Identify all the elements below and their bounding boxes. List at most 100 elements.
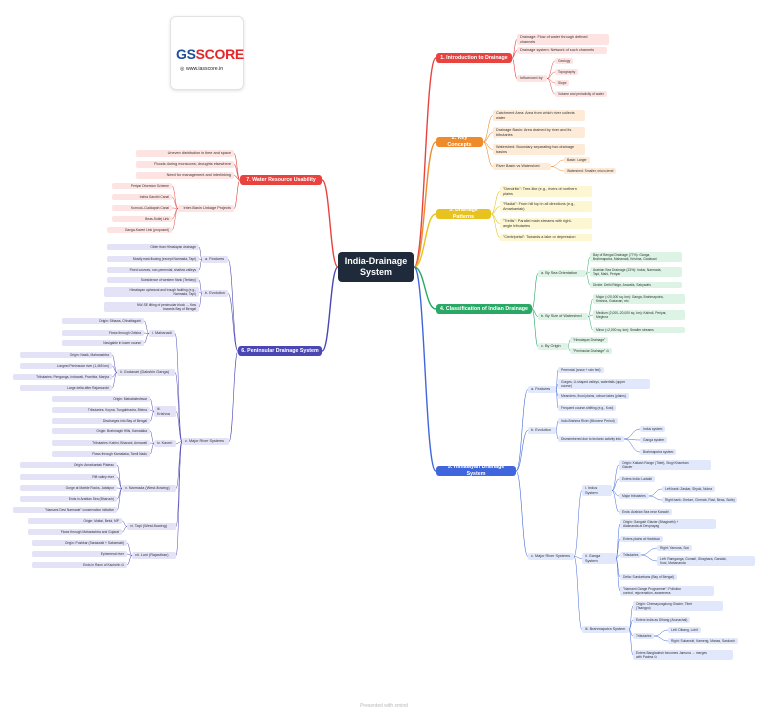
tapi-river[interactable]: vi. Tapi (West-flowing) [127,523,176,530]
indus-item[interactable]: Origin: Kailash Range (Tibet), Singi Kha… [619,460,711,471]
classification-by-sea[interactable]: a. By Sea Orientation [538,270,586,277]
himalayan-feature-item[interactable]: Frequent course-shifting (e.g., Kosi) [558,405,617,412]
narmada-river[interactable]: v. Narmada (West-flowing) [122,485,176,492]
peninsular-feature-item[interactable]: Older than Himalayan drainage [107,244,199,251]
narmada-item[interactable]: Rift valley river [20,474,117,481]
pattern-item[interactable]: "Radial": From hill top in all direction… [500,201,592,213]
indo-brahma-part[interactable]: Brahmaputra system [640,449,677,456]
ganga-item[interactable]: Origin: Gangotri Glacier (Bhagirathi) + … [620,519,716,530]
indus-tributary[interactable]: Left bank: Zaskar, Shyok, Nubra [662,486,716,493]
godavari-river[interactable]: ii. Godavari (Dakshin Ganga) [117,369,175,376]
compare-item[interactable]: Basin: Larger [564,157,590,164]
brahmaputra-tributary[interactable]: Right: Subansiri, Kameng, Manas, Sankosh [668,638,738,645]
watershed-size-item[interactable]: Medium (2,000–20,000 sq. km): Kalindi, P… [593,310,685,321]
indus-item[interactable]: Major tributaries [619,493,649,500]
linkage-project[interactable]: Ganga-Kaveri Link (proposed) [107,227,172,234]
narmada-item[interactable]: Ends in Arabian Sea (Bharuch) [20,496,117,503]
brahmaputra-item[interactable]: Tributaries [633,633,655,640]
sea-orientation-item[interactable]: Divide: Delhi Ridge, Aravalis, Sahyadris [590,282,682,289]
linkage-project[interactable]: Kurnool–Cuddapah Canal [112,205,172,212]
krishna-river[interactable]: iii. Krishna [154,406,176,418]
krishna-item[interactable]: Origin: Mahabaleshwar [52,396,150,403]
mahanadi-item[interactable]: Origin: Sihawa, Chhattisgarh [62,318,144,325]
himalayan-feature-item[interactable]: Meanders, flood plains, oxbow lakes (pla… [558,393,629,400]
kaveri-item[interactable]: Tributaries: Kabini, Bhavani, Amravati [52,440,150,447]
himalayan-evolution[interactable]: b. Evolution [528,427,556,434]
classification-by-origin[interactable]: c. By Origin [538,343,568,350]
branch-peninsular-drainage[interactable]: 6. Peninsular Drainage System [238,346,322,356]
kaveri-item[interactable]: Origin: Brahmagiri Hills, Karnataka [52,428,150,435]
origin-item[interactable]: "Himalayan Drainage" [570,337,609,344]
peninsular-major-rivers[interactable]: c. Major River Systems [182,438,229,445]
ganga-system[interactable]: ii. Ganga System [582,553,616,565]
ganga-tributary[interactable]: Left: Ramganga, Gomati, Ghaghara, Gandak… [657,556,755,567]
brahmaputra-item[interactable]: Enters India as Dihang (Arunachal) [633,617,691,624]
origin-item[interactable]: "Peninsular Drainage" ⊙ [570,348,612,355]
krishna-item[interactable]: Tributaries: Koyna, Tungabhadra, Bhima [52,407,150,414]
indus-system[interactable]: i. Indus System [582,485,612,497]
ganga-item[interactable]: "Namami Gange Programme": Pollution cont… [620,586,714,597]
tapi-item[interactable]: Flows through Maharashtra and Gujarat [28,529,122,536]
linkage-project[interactable]: Indira Gandhi Canal [112,194,172,201]
concept-item[interactable]: Catchment Area: Area from which river co… [493,110,585,122]
linkage-project[interactable]: Periyar Diversion Scheme [112,183,172,190]
peninsular-evolution-item[interactable]: NW-SE tilting of peninsular block → flow… [104,302,199,313]
himalayan-features[interactable]: a. Features [528,386,556,393]
branch-water-resource[interactable]: 7. Water Resource Usability [240,175,322,185]
peninsular-feature-item[interactable]: Mostly east-flowing (except Narmada, Tap… [107,256,199,263]
concept-basin-vs-watershed[interactable]: River Basin vs Watershed [493,163,551,170]
peninsular-features[interactable]: a. Features [202,256,228,263]
concept-item[interactable]: Drainage Basin: Area drained by river an… [493,127,585,139]
ganga-item[interactable]: Enters plains at Haridwar [620,536,663,543]
water-interbasin-projects[interactable]: Inter-Basin Linkage Projects [178,205,234,212]
water-item[interactable]: Uneven distribution in time and space [136,150,234,157]
linkage-project[interactable]: Beas-Sutlej Link [112,216,172,223]
narmada-item[interactable]: Gorge at Marble Rocks, Jabalpur [20,485,117,492]
indo-brahma-part[interactable]: Indus system [640,426,666,433]
ganga-item[interactable]: Tributaries [620,552,642,559]
luni-item[interactable]: Origin: Pushkar (Saraswati + Sabarmati) [32,540,127,547]
brahmaputra-tributary[interactable]: Left: Dibang, Lohit [668,627,701,634]
krishna-item[interactable]: Discharges into Bay of Bengal [52,418,150,425]
pattern-item[interactable]: "Dendritic": Tree-like (e.g., rivers of … [500,186,592,198]
pattern-item[interactable]: "Trellis": Parallel main streams with ri… [500,218,592,230]
watershed-size-item[interactable]: Major (>20,000 sq. km): Ganga, Brahmaput… [593,294,685,305]
intro-item[interactable]: Drainage: Flow of water through defined … [517,34,609,46]
branch-classification[interactable]: 4. Classification of Indian Drainage [436,304,532,314]
influence-factor[interactable]: Geology [555,58,574,65]
mahanadi-item[interactable]: Flows through Odisha [62,330,144,337]
branch-himalayan-drainage[interactable]: 5. Himalayan Drainage System [436,464,516,477]
classification-by-watershed[interactable]: b. By Size of Watershed [538,313,588,320]
influence-factor[interactable]: Volume and periodicity of water [555,91,607,98]
kaveri-river[interactable]: iv. Kaveri [154,440,176,447]
kaveri-item[interactable]: Flows through Karnataka, Tamil Nadu [52,451,150,458]
influence-factor[interactable]: Topography [555,69,579,76]
mahanadi-river[interactable]: i. Mahanadi [149,330,175,337]
godavari-item[interactable]: Tributaries: Penganga, Indravati, Pranhi… [13,374,112,381]
root-topic[interactable]: India-Drainage System [338,252,414,282]
peninsular-feature-item[interactable]: Fixed courses, non-perennial, shallow va… [107,267,199,274]
peninsular-evolution[interactable]: b. Evolution [202,290,228,297]
tapi-item[interactable]: Origin: Multai, Betul, MP [28,518,122,525]
peninsular-evolution-item[interactable]: Himalayan upheaval and trough faulting (… [104,287,199,298]
water-item[interactable]: Need for management and interlinking [136,172,234,179]
godavari-item[interactable]: Large delta after Rajamundri [20,385,112,392]
influence-factor[interactable]: Slope [555,80,570,87]
branch-key-concepts[interactable]: 2. Key Concepts [436,135,483,148]
ganga-item[interactable]: Delta: Sundarbans (Bay of Bengal) [620,574,677,581]
himalayan-feature-item[interactable]: Perennial (snow + rain fed) [558,367,604,374]
indo-brahma-part[interactable]: Ganga system [640,437,668,444]
peninsular-evolution-item[interactable]: Subsidence of western flank (Tertiary) [107,277,199,284]
concept-item[interactable]: Watershed: Boundary separating two drain… [493,144,585,156]
brahmaputra-item[interactable]: Origin: Chemayungdung Glacier, Tibet (Ts… [633,601,723,612]
indus-tributary[interactable]: Right bank: Jhelum, Chenab, Ravi, Beas, … [662,497,738,504]
indus-item[interactable]: Enters India: Ladakh [619,476,656,483]
brahmaputra-item[interactable]: Enters Bangladesh becomes Jamuna → merge… [633,650,733,661]
narmada-item[interactable]: "Namami Devi Narmade" conservation initi… [13,507,117,514]
luni-river[interactable]: vii. Luni (Rajasthan) [132,552,176,559]
indus-item[interactable]: Ends: Arabian Sea near Karachi [619,509,672,516]
godavari-item[interactable]: Longest Peninsular river (1,465 km) [20,363,112,370]
brahmaputra-system[interactable]: iii. Brahmaputra System [582,626,629,633]
sea-orientation-item[interactable]: Arabian Sea Drainage (23%): Indus, Narma… [590,267,682,278]
luni-item[interactable]: Ephemeral river [32,551,127,558]
